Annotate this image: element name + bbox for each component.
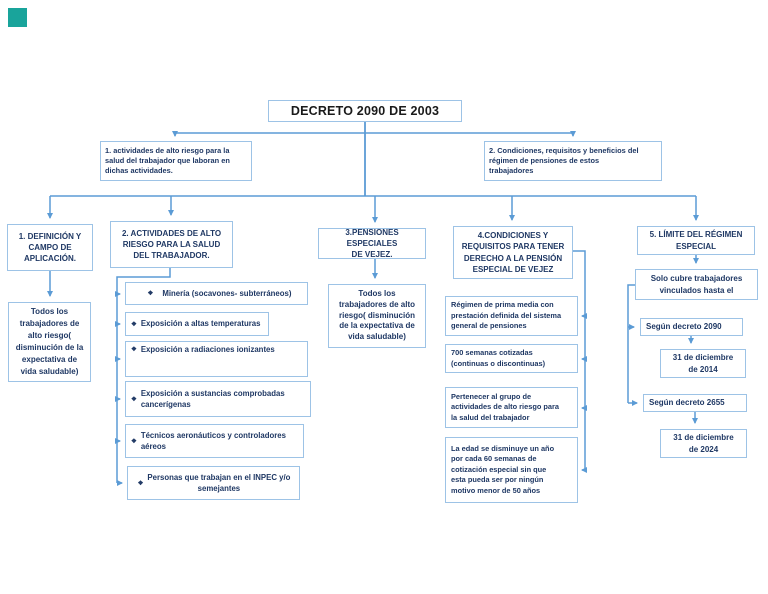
diamond-bullet-icon: ❖ (147, 290, 154, 298)
diamond-bullet-icon: ❖ (131, 320, 137, 328)
col5-fecha-2024-box: 31 de diciembre de 2024 (660, 429, 747, 458)
intro-activities-box: 1. actividades de alto riesgo para la sa… (100, 141, 252, 181)
col2-item-inpec: ❖ Personas que trabajan en el INPEC y/o … (127, 466, 300, 500)
col4-item-regimen-prima-media: Régimen de prima media con prestación de… (445, 296, 578, 336)
col5-fecha-2014-box: 31 de diciembre de 2014 (660, 349, 746, 378)
decree-title-box: DECRETO 2090 DE 2003 (268, 100, 462, 122)
col2-header-actividades: 2. ACTIVIDADES DE ALTO RIESGO PARA LA SA… (110, 221, 233, 268)
col4-item-edad-disminuye: La edad se disminuye un año por cada 60 … (445, 437, 578, 503)
intro-conditions-box: 2. Condiciones, requisitos y beneficios … (484, 141, 662, 181)
item-label: Personas que trabajan en el INPEC y/o se… (147, 472, 291, 493)
col5-decreto-2655-box: Según decreto 2655 (643, 394, 747, 412)
connector-rail-col5 (627, 284, 635, 403)
diamond-bullet-icon: ❖ (131, 437, 137, 445)
col2-item-sustancias: ❖ Exposición a sustancias comprobadas ca… (125, 381, 311, 417)
col2-item-tecnicos: ❖ Técnicos aeronáuticos y controladores … (125, 424, 304, 458)
diamond-bullet-icon: ❖ (137, 479, 144, 487)
col4-item-700-semanas: 700 semanas cotizadas (continuas o disco… (445, 344, 578, 373)
col2-item-radiaciones: ❖ Exposición a radiaciones ionizantes (125, 341, 308, 377)
col2-item-altas-temperaturas: ❖ Exposición a altas temperaturas (125, 312, 269, 336)
col4-header-condiciones: 4.CONDICIONES Y REQUISITOS PARA TENER DE… (453, 226, 573, 279)
col3-child-trabajadores: Todos los trabajadores de alto riesgo( d… (328, 284, 426, 348)
connector-rail-col2 (116, 268, 171, 483)
item-label: Minería (socavones- subterráneos) (162, 288, 292, 298)
diamond-bullet-icon: ❖ (131, 346, 137, 353)
col2-item-mineria: ❖ Minería (socavones- subterráneos) (125, 282, 308, 305)
page-corner-marker (8, 8, 27, 27)
col5-scope-box: Solo cubre trabajadores vinculados hasta… (635, 269, 758, 300)
col5-header-limite: 5. LÍMITE DEL RÉGIMEN ESPECIAL (637, 226, 755, 255)
item-label: Exposición a radiaciones ionizantes (140, 345, 275, 354)
connector-rail-col4 (573, 250, 586, 470)
diamond-bullet-icon: ❖ (131, 395, 137, 403)
item-label: Exposición a altas temperaturas (140, 319, 261, 329)
col3-header-pensiones: 3.PENSIONES ESPECIALES DE VEJEZ. (318, 228, 426, 259)
col4-item-grupo-alto-riesgo: Pertenecer al grupo de actividades de al… (445, 387, 578, 428)
item-label: Técnicos aeronáuticos y controladores aé… (140, 430, 286, 451)
item-label: Exposición a sustancias comprobadas canc… (140, 388, 285, 409)
col1-header-definicion: 1. DEFINICIÓN Y CAMPO DE APLICACIÓN. (7, 224, 93, 271)
col1-child-trabajadores: Todos los trabajadores de alto riesgo( d… (8, 302, 91, 382)
col5-decreto-2090-box: Según decreto 2090 (640, 318, 743, 336)
